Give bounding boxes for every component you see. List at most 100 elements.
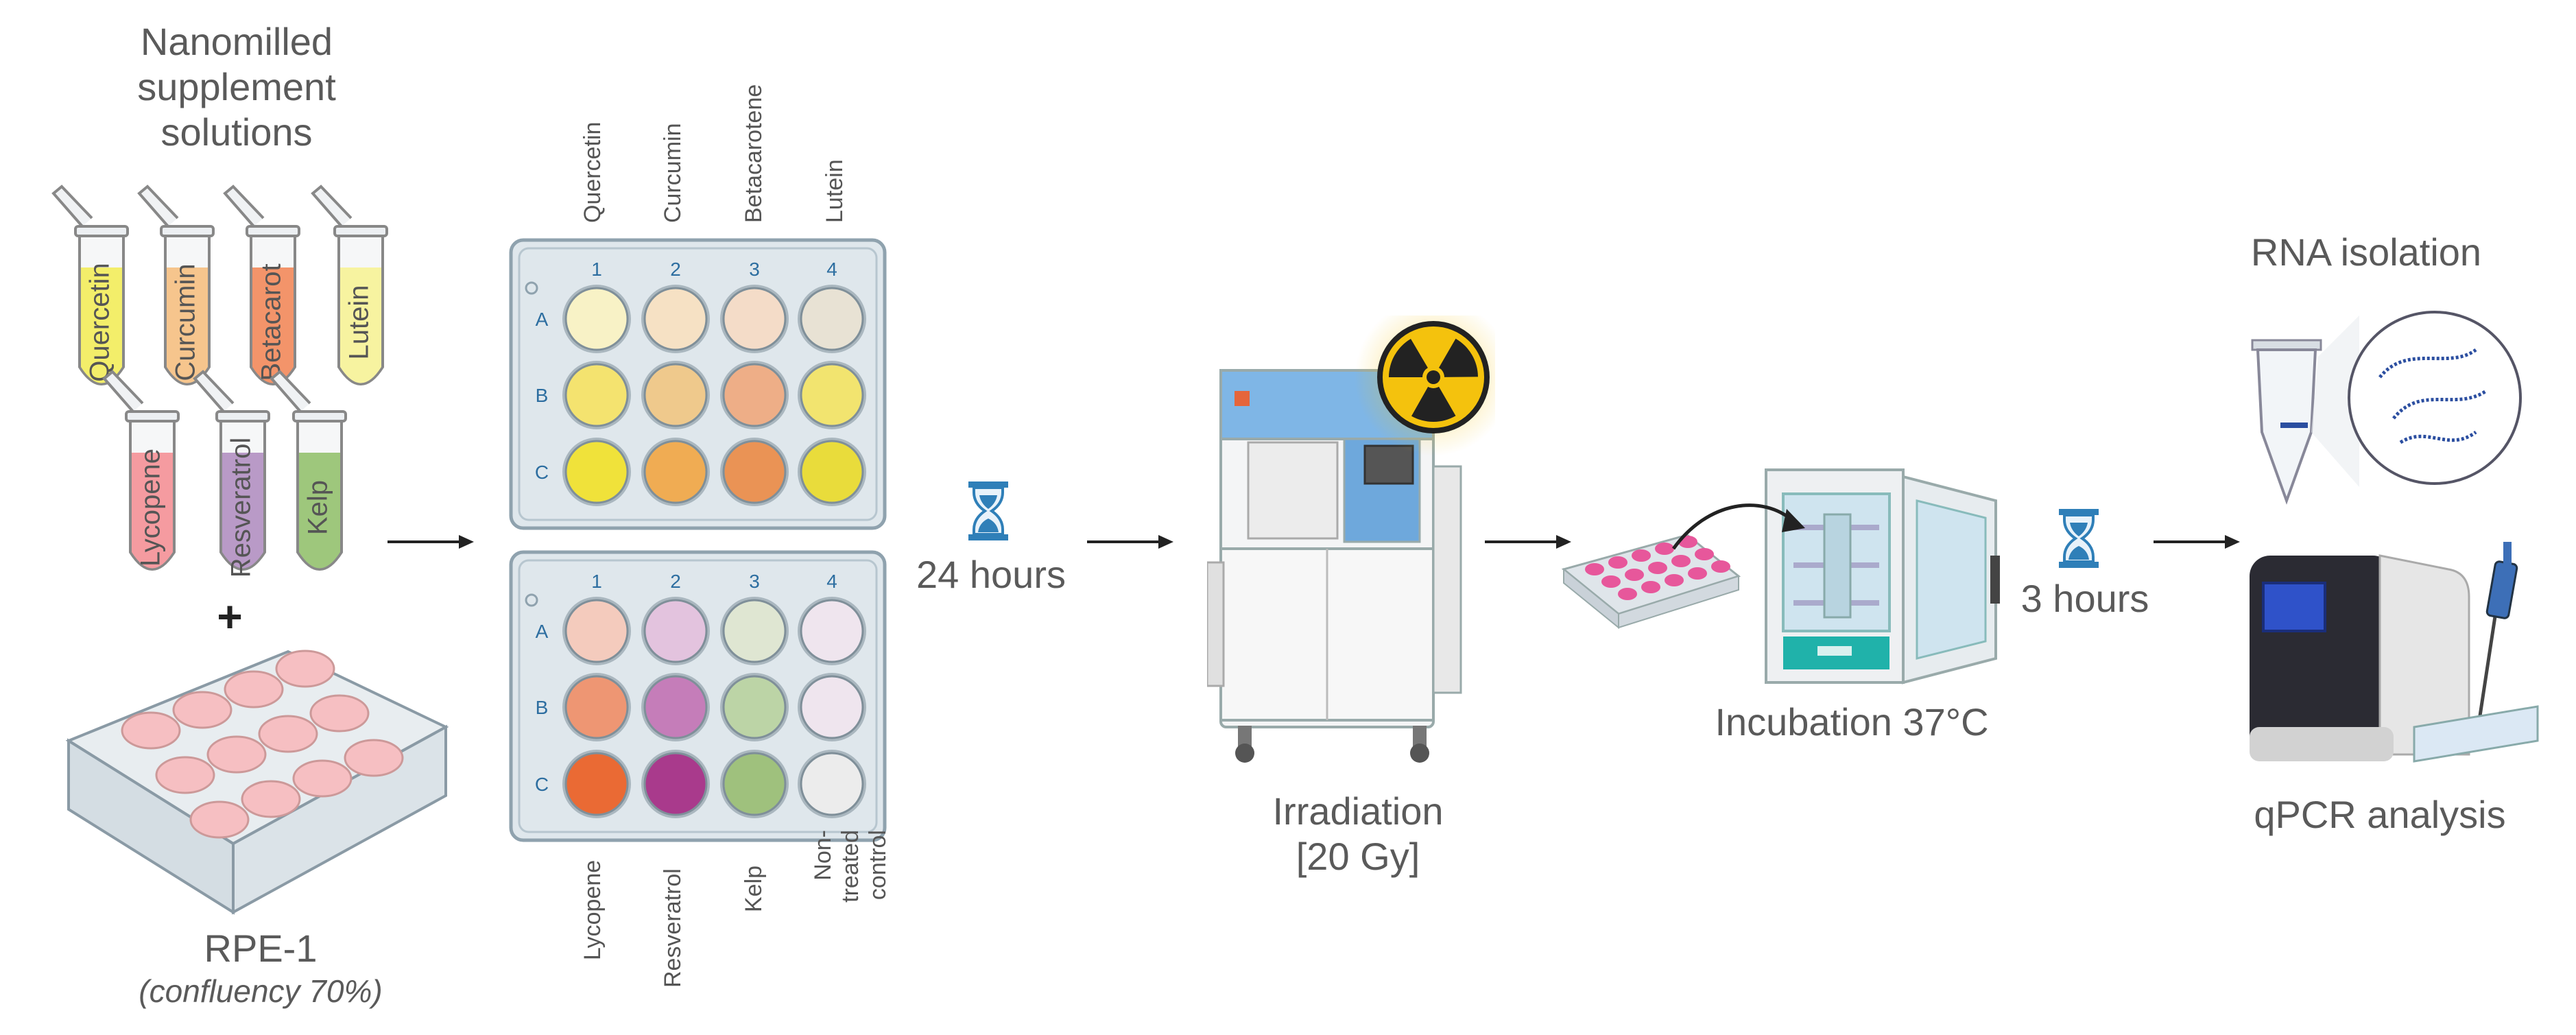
well-C3 <box>722 440 787 504</box>
rpe1-plate <box>65 650 449 915</box>
row-letter: C <box>535 462 549 483</box>
well-A2 <box>643 599 708 663</box>
row-letter: C <box>535 774 549 795</box>
col-number: 3 <box>749 259 760 280</box>
rpe-well <box>206 735 267 774</box>
rpe-well <box>292 759 353 798</box>
rna-isolation-label: RNA isolation <box>2250 230 2482 274</box>
irradiation-line-1: Irradiation <box>1272 789 1444 833</box>
well-B2 <box>643 675 708 739</box>
small-well <box>1601 575 1621 588</box>
small-well <box>1665 574 1684 586</box>
well-C1 <box>564 440 629 504</box>
well-A1 <box>564 287 629 351</box>
supplements-title-line-2: supplement <box>137 65 336 108</box>
arrow-3 <box>1485 535 1571 549</box>
well-A1 <box>564 599 629 663</box>
rpe1-label: RPE-1 <box>204 927 318 970</box>
well-A4 <box>800 599 864 663</box>
qpcr-machine <box>2250 542 2539 763</box>
small-well <box>1618 588 1637 600</box>
tube-label: Lutein <box>344 285 374 360</box>
tube-label: Quercetin <box>85 263 115 381</box>
tube-betacarot: Betacarot <box>223 185 300 385</box>
hourglass-icon <box>968 481 1008 540</box>
top-label-3: Betacarotene <box>741 84 767 223</box>
tube-lutein: Lutein <box>311 185 388 385</box>
rpe-well <box>241 780 301 818</box>
incubation-scene <box>1561 468 2000 685</box>
top-label-4: Lutein <box>822 159 848 223</box>
well-A4 <box>800 287 864 351</box>
well-B3 <box>722 675 787 739</box>
rpe-well <box>189 800 250 839</box>
col-number: 1 <box>591 259 602 280</box>
well-B1 <box>564 675 629 739</box>
qpcr-label: qPCR analysis <box>2254 793 2506 836</box>
irradiation-dose: [20 Gy] <box>1296 835 1420 878</box>
small-well <box>1648 562 1667 574</box>
wait-3-hours: 3 hours <box>2020 577 2149 620</box>
row-letter: A <box>536 309 549 330</box>
bottom-label-3: Kelp <box>741 865 767 912</box>
tube-label: Betacarot <box>257 263 287 381</box>
supplements-title-line-1: Nanomilled <box>140 20 333 63</box>
rpe-well <box>121 711 181 750</box>
bottom-label-1: Lycopene <box>580 859 606 960</box>
small-well <box>1625 569 1644 581</box>
rpe-well <box>344 739 404 777</box>
small-well <box>1711 560 1730 573</box>
small-well <box>1695 548 1714 560</box>
small-well <box>1671 555 1691 567</box>
small-well <box>1608 556 1627 569</box>
wait-24-hours: 24 hours <box>916 553 1066 596</box>
well-B4 <box>800 363 864 427</box>
col-number: 2 <box>670 259 681 280</box>
col-number: 4 <box>826 259 837 280</box>
well-C4 <box>800 440 864 504</box>
top-label-1: Quercetin <box>580 121 606 223</box>
well-C2 <box>643 752 708 816</box>
tube-label: Lycopene <box>136 449 166 567</box>
tube-label: Resveratrol <box>226 438 257 578</box>
well-B4 <box>800 675 864 739</box>
small-well <box>1688 567 1707 580</box>
bottom-label-4: Non-treated control <box>809 830 892 988</box>
well-A3 <box>722 599 787 663</box>
bottom-label-4-text: Non-treated control <box>810 830 891 903</box>
well-B3 <box>722 363 787 427</box>
tube-kelp: Kelp <box>270 370 347 571</box>
arrow-4 <box>2154 535 2240 549</box>
rpe-well <box>172 691 232 729</box>
supplements-title-line-3: solutions <box>160 110 313 154</box>
row-letter: A <box>536 621 549 642</box>
col-number: 3 <box>749 571 760 592</box>
arrow-2 <box>1087 535 1173 549</box>
tube-label: Curcumin <box>171 263 201 381</box>
well-C3 <box>722 752 787 816</box>
irradiator-machine <box>1207 316 1495 763</box>
incubation-label: Incubation 37°C <box>1715 700 1989 743</box>
small-well <box>1641 581 1660 593</box>
rpe-well <box>155 756 215 794</box>
hourglass-icon-2 <box>2059 509 2099 568</box>
tube-quercetin: Quercetin <box>51 185 129 385</box>
bottom-label-2: Resveratrol <box>660 868 686 988</box>
tube-lycopene: Lycopene <box>102 370 180 571</box>
col-number: 2 <box>670 571 681 592</box>
well-C1 <box>564 752 629 816</box>
rpe-well <box>224 670 284 709</box>
rpe-well <box>275 650 335 688</box>
rpe-well <box>258 715 318 753</box>
col-number: 4 <box>826 571 837 592</box>
well-C2 <box>643 440 708 504</box>
tube-curcumin: Curcumin <box>137 185 215 385</box>
well-A2 <box>643 287 708 351</box>
arrow-1 <box>387 535 474 549</box>
irradiation-label: Irradiation [20 Gy] <box>1221 789 1495 879</box>
rpe-well <box>309 694 370 733</box>
small-well <box>1585 563 1604 575</box>
small-well <box>1655 543 1674 555</box>
